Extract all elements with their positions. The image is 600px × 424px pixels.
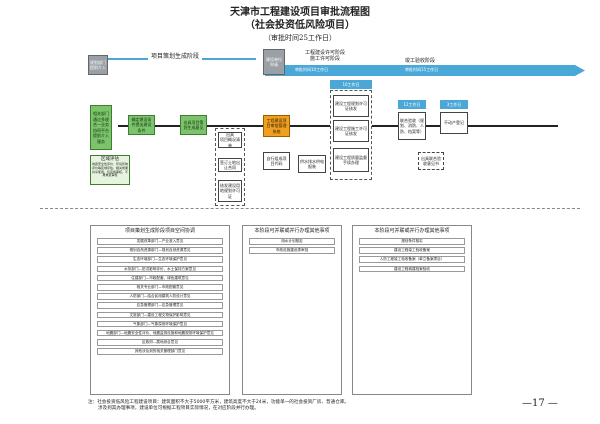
page-number: —17 — — [522, 398, 558, 409]
regional-assessment: 区域评估 地震安全性评价、环境影响评价等区域评估，相关成果共享使用，仅完成审核，… — [90, 155, 130, 185]
joint-acceptance: 联合验收（规划、消防、人防、档案等） — [398, 112, 426, 140]
panel-list-item: 气象部门—气象探测环境保护意见 — [97, 320, 223, 328]
panel-list-item: 其他涉及到的相关管理部门意见 — [97, 348, 223, 355]
regional-assessment-title: 区域评估 — [101, 157, 119, 162]
panel-planning-list: 发展改革部门—产业准入意见规划自然资源部门—规划自然资源意见生态环境部门—生态环… — [97, 238, 223, 355]
footnote-line-1: 注：社会投资低风险工程建设项目：建筑面积不大于5000平方米，建筑高度不大于24… — [88, 400, 350, 405]
acceptance-time: 审批时间15工作日 — [405, 67, 439, 72]
panel-list-item: 规划条件核实 — [359, 238, 465, 245]
acceptance-days-12: 12工作日 — [398, 100, 426, 109]
panel-permit-title: 本阶段可并联或并行办理其他事项 — [254, 228, 330, 234]
panel-acceptance-list: 规划条件核实建设工程竣工验收备案人防工程竣工验收备案（单立备案项目） 建设工程城建… — [359, 238, 465, 273]
project-code: 自行组成项目代码 — [263, 152, 290, 170]
panel-list-item: 用水计划核定 — [249, 238, 335, 245]
permit-days: 10工作日 — [330, 80, 372, 89]
panel-planning-title: 项目策划生成阶段项目空间协调 — [124, 228, 195, 234]
panel-list-item: 区政府—属地综合意见 — [97, 339, 223, 346]
project-overview-list: 出具项目概况清单 — [218, 132, 242, 148]
panel-list-item: 相关专业部门—市政配套意见 — [97, 283, 223, 291]
panel-permit-list: 用水计划核定市政设施建设类审批 — [249, 238, 335, 254]
approval-time: （审批时间25工作日） — [264, 34, 336, 42]
permit-stage-title: 工程建设许可阶段 施工许可阶段 — [290, 50, 360, 62]
planning-dept-intervention: 规划部门提前介入 — [88, 55, 108, 75]
panel-list-item: 住建部门—市政配套、绿色建筑意见 — [97, 274, 223, 282]
footnote-line-2: 涉及到其办理事项，建设单位可根据工程项目实际情况，在对应阶段并行办理。 — [98, 406, 259, 411]
acceptance-stage-label: 竣工验收阶段 — [405, 58, 436, 64]
property-registration: 不动产登记 — [440, 112, 468, 134]
panel-list-item: 规划自然资源部门—规划自然资源意见 — [97, 247, 223, 254]
construction-permit-issue: 建设工程施工许可证核发 — [333, 120, 369, 142]
approval-system: 工程建设项目审批管理系统 — [263, 115, 290, 137]
chart-subtitle: （社会投资低风险项目） — [245, 20, 355, 31]
panel-list-item: 人防部门—结合民用建筑人防设计意见 — [97, 293, 223, 300]
land-contract: 签订土地出让合同 — [218, 158, 242, 172]
footnote: 注：社会投资低风险工程建设项目：建筑面积不大于5000平方米，建筑高度不大于24… — [88, 400, 349, 412]
panel-list-item: 生态环境部门—生态环境保护意见 — [97, 256, 223, 263]
permit-title-2: 施工许可阶段 — [309, 56, 340, 62]
project-plan-opinion: 出具项目策划生成意见 — [180, 115, 207, 135]
joint-acceptance-opinion: 出具联合验收意见书 — [418, 152, 444, 170]
panel-list-item: 发展改革部门—产业准入意见 — [97, 238, 223, 245]
panel-list-item: 水务部门—防洪影响评价、水土保持方案意见 — [97, 265, 223, 273]
panel-planning-coordination: 项目策划生成阶段项目空间协调 发展改革部门—产业准入意见规划自然资源部门—规划自… — [90, 225, 230, 395]
project-overview-prefix: 出具 — [226, 131, 234, 137]
separator — [40, 208, 580, 209]
acceptance-days-3: 3工作日 — [440, 100, 468, 109]
project-overview-label: 项目概况清单 — [220, 137, 240, 148]
applicant-apply: 建设单位申请 — [263, 49, 285, 75]
panel-acceptance-title: 本阶段可并联或并行办理其他事项 — [374, 228, 450, 234]
panel-list-item: 文旅部门—建设工程文物保护影响意见 — [97, 311, 223, 319]
permit-stage-arrow — [265, 65, 585, 76]
regional-assessment-desc: 地震安全性评价、环境影响评价等区域评估，相关成果共享使用，仅完成审核，不再重复审… — [92, 162, 129, 178]
quality-supervision: 建设工程质量监督手续办理 — [333, 148, 369, 172]
planning-stage-arrow: 项目策划生成阶段 — [108, 52, 256, 64]
build-conditions: 确定建设条件提出建设条件 — [128, 115, 155, 135]
chart-title: 天津市工程建设项目审批流程图 — [230, 7, 370, 18]
panel-list-item: 人防工程竣工验收备案（单立备案项目） — [359, 256, 465, 263]
water-power-application: 供水排水供电报装 — [298, 155, 326, 173]
panel-list-item: 建设工程竣工验收备案 — [359, 247, 465, 254]
planning-permit-issue: 建设工程规划许可证核发 — [333, 95, 369, 117]
permit-title-1: 工程建设许可阶段 — [304, 50, 345, 56]
panel-list-item: 市政设施建设类审批 — [249, 247, 335, 254]
panel-list-item: 应急管理部门—应急管理意见 — [97, 302, 223, 309]
panel-list-item: 建设工程城建档案验收 — [359, 265, 465, 273]
panel-acceptance-parallel: 本阶段可并联或并行办理其他事项 规划条件核实建设工程竣工验收备案人防工程竣工验收… — [352, 225, 472, 395]
dept-early-service: 相关部门通过多规合一业务协同平台提前介入服务 — [90, 105, 112, 150]
land-planning-permit: 核发建设用地规划许可证 — [218, 180, 242, 202]
panel-permit-parallel: 本阶段可并联或并行办理其他事项 用水计划核定市政设施建设类审批 — [242, 225, 342, 395]
planning-stage-label: 项目策划生成阶段 — [148, 52, 203, 61]
panel-list-item: 地震部门—地震安全性评价、地震监测设施和地震观测环境保护意见 — [97, 329, 223, 337]
permit-time: 审批时间10工作日 — [295, 67, 329, 72]
